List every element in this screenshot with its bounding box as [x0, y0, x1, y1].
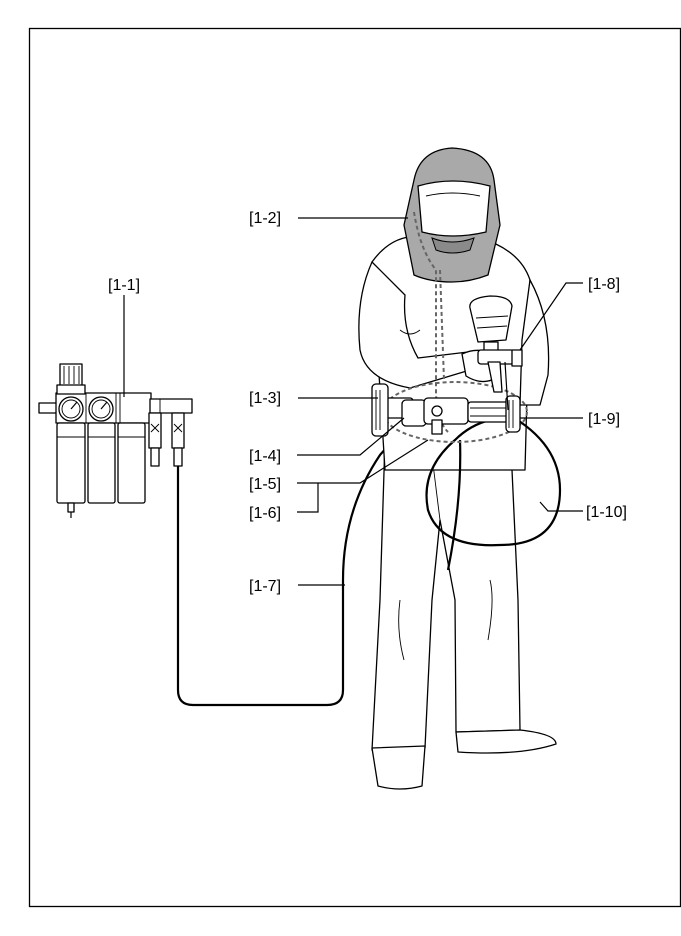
respirator-hood-icon: [404, 148, 500, 282]
callout-1-10: [1-10]: [586, 504, 627, 521]
callout-1-8: [1-8]: [588, 276, 620, 293]
callout-1-5: [1-5]: [249, 476, 281, 493]
callout-1-9: [1-9]: [588, 411, 620, 428]
filter-unit-icon: [39, 364, 192, 518]
callout-1-3: [1-3]: [249, 390, 281, 407]
callout-1-4: [1-4]: [249, 448, 281, 465]
callout-1-6: [1-6]: [249, 505, 281, 522]
pressure-gauge-icon: [59, 397, 83, 421]
callout-1-2: [1-2]: [249, 210, 281, 227]
callout-1-1: [1-1]: [108, 277, 140, 294]
pressure-gauge-icon: [89, 397, 113, 421]
callout-1-7: [1-7]: [249, 578, 281, 595]
